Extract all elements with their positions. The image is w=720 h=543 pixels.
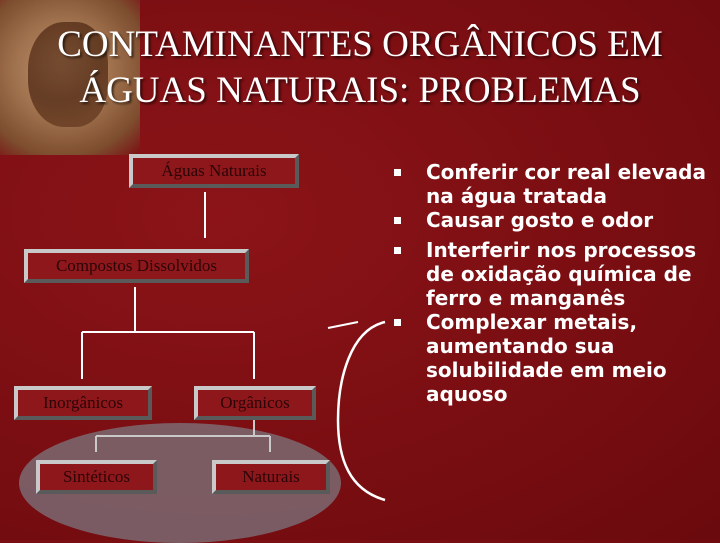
list-item: Causar gosto e odor <box>390 208 720 232</box>
box-inorganicos: Inorgânicos <box>14 386 152 420</box>
box-sinteticos: Sintéticos <box>36 460 157 494</box>
bracket-tick <box>327 321 359 329</box>
box-root: Águas Naturais <box>129 154 299 188</box>
helmet-emblem-icon <box>0 0 140 155</box>
problems-list: Conferir cor real elevada na água tratad… <box>390 160 720 406</box>
box-naturais: Naturais <box>212 460 330 494</box>
list-item: Interferir nos processos de oxidação quí… <box>390 238 720 310</box>
box-compostos-dissolvidos: Compostos Dissolvidos <box>24 249 249 283</box>
list-item: Complexar metais, aumentando sua solubil… <box>390 310 720 406</box>
square-bullet-icon <box>394 247 401 254</box>
slide-title: CONTAMINANTES ORGÂNICOS EM ÁGUAS NATURAI… <box>0 22 720 114</box>
square-bullet-icon <box>394 217 401 224</box>
square-bullet-icon <box>394 319 401 326</box>
list-item: Conferir cor real elevada na água tratad… <box>390 160 720 208</box>
title-line-2: ÁGUAS NATURAIS: PROBLEMAS <box>79 70 641 111</box>
title-line-1: CONTAMINANTES ORGÂNICOS EM <box>57 24 663 65</box>
bracket-curve <box>336 320 386 502</box>
square-bullet-icon <box>394 169 401 176</box>
box-organicos: Orgânicos <box>194 386 316 420</box>
